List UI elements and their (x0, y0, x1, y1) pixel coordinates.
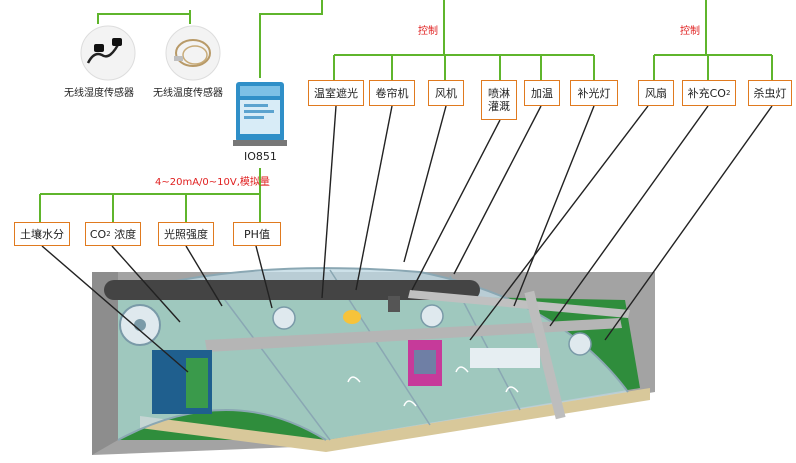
temperature-sensor-icon (165, 25, 221, 81)
analog-input-tree (39, 168, 261, 222)
humidity-sensor-icon (80, 25, 136, 81)
curtain-roller-pipe (104, 280, 480, 300)
actuator-label: 喷淋 灌溉 (488, 87, 510, 113)
leader-line (355, 105, 393, 291)
roof-fan-icon (272, 306, 296, 330)
actuator-box-heating: 加温 (524, 80, 560, 106)
actuator-box-spray-irrigation: 喷淋 灌溉 (481, 80, 517, 120)
actuator-box-insect-lamp: 杀虫灯 (748, 80, 792, 106)
floor-edge (140, 388, 650, 452)
input-label: 光照强度 (164, 227, 208, 241)
wiring (39, 0, 773, 222)
control-label-left: 控制 (418, 26, 438, 37)
glass-roof (118, 268, 628, 440)
leader-line (41, 245, 189, 373)
leader-line (403, 105, 447, 263)
leader-line (321, 105, 337, 299)
leader-line (513, 105, 595, 307)
leader-line (185, 245, 223, 307)
actuator-label: 加温 (531, 86, 553, 100)
actuator-label: 温室遮光 (314, 86, 358, 100)
io851-device-icon (233, 82, 287, 146)
actuator-box-shading: 温室遮光 (308, 80, 364, 106)
actuator-label: 杀虫灯 (753, 86, 787, 100)
input-box-ph-value: PH值 (233, 222, 281, 246)
actuator-label: 补光灯 (577, 86, 611, 100)
signal-label: 4~20mA/0~10V,模拟量 (155, 177, 270, 188)
vertical-pipe (524, 290, 566, 420)
actuator-label-subscript: 2 (725, 88, 731, 97)
leader-line (111, 245, 181, 323)
leader-line (255, 245, 273, 309)
sensor-link-wire (97, 10, 191, 24)
input-label-suffix: 浓度 (110, 227, 137, 241)
leader-line (604, 105, 773, 341)
sprinkler-icons (347, 366, 519, 407)
device-label: IO851 (244, 150, 277, 163)
side-fan-icon (568, 332, 592, 356)
control-label-right: 控制 (680, 26, 700, 37)
co2-pipe (408, 290, 630, 318)
actuator-label: 风机 (435, 86, 457, 100)
actuator-label: 风扇 (645, 86, 667, 100)
leader-line (549, 105, 709, 327)
actuator-label: 补充CO (687, 86, 726, 100)
input-label: 土壤水分 (20, 227, 64, 241)
bug-lamp-icon (388, 296, 400, 312)
leader-line (411, 119, 501, 291)
leader-line (453, 105, 542, 275)
co2-unit-icon (470, 348, 540, 368)
roof-fan-icon (420, 304, 444, 328)
leader-lines (41, 105, 773, 373)
greenhouse-illustration (92, 267, 655, 455)
input-label: PH值 (244, 227, 270, 241)
humidity-sensor-label: 无线湿度传感器 (64, 88, 134, 99)
input-label-subscript: 2 (106, 229, 111, 238)
controller-uplink-wire (259, 0, 323, 78)
input-box-light-intensity: 光照强度 (158, 222, 214, 246)
input-box-soil-moisture: 土壤水分 (14, 222, 70, 246)
control-tree-left (333, 0, 595, 80)
control-tree-right (653, 0, 773, 80)
actuator-box-curtain-roller: 卷帘机 (369, 80, 415, 106)
actuator-label: 卷帘机 (375, 86, 409, 100)
actuator-box-fan: 风扇 (638, 80, 674, 106)
input-label: CO (89, 227, 107, 241)
leader-line (469, 105, 649, 341)
heating-pipe (205, 318, 622, 352)
actuator-box-fan-machine: 风机 (428, 80, 464, 106)
side-wall (92, 272, 118, 455)
actuator-box-grow-light: 补光灯 (570, 80, 618, 106)
grow-lamp-icon (343, 310, 361, 324)
temperature-sensor-label: 无线温度传感器 (153, 88, 223, 99)
